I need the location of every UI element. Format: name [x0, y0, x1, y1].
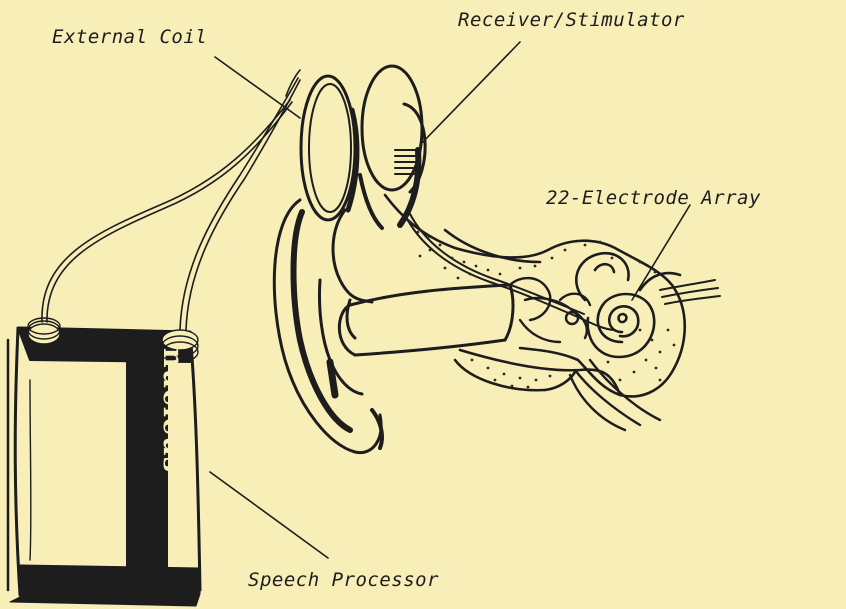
cochlea [576, 253, 680, 357]
label-speech-processor: Speech Processor [248, 569, 439, 591]
device-brand-text: nucleus [157, 348, 188, 473]
label-external-coil: External Coil [52, 26, 207, 48]
pointer-lines [210, 42, 690, 558]
label-electrode-array: 22-Electrode Array [546, 187, 761, 209]
ear-canal [339, 285, 513, 355]
outer-ear [274, 200, 382, 453]
label-receiver-stimulator: Receiver/Stimulator [458, 9, 685, 31]
external-coil [301, 76, 357, 220]
processor-cable [42, 70, 300, 330]
electrode-lead [405, 212, 615, 330]
auditory-nerve [660, 280, 720, 304]
